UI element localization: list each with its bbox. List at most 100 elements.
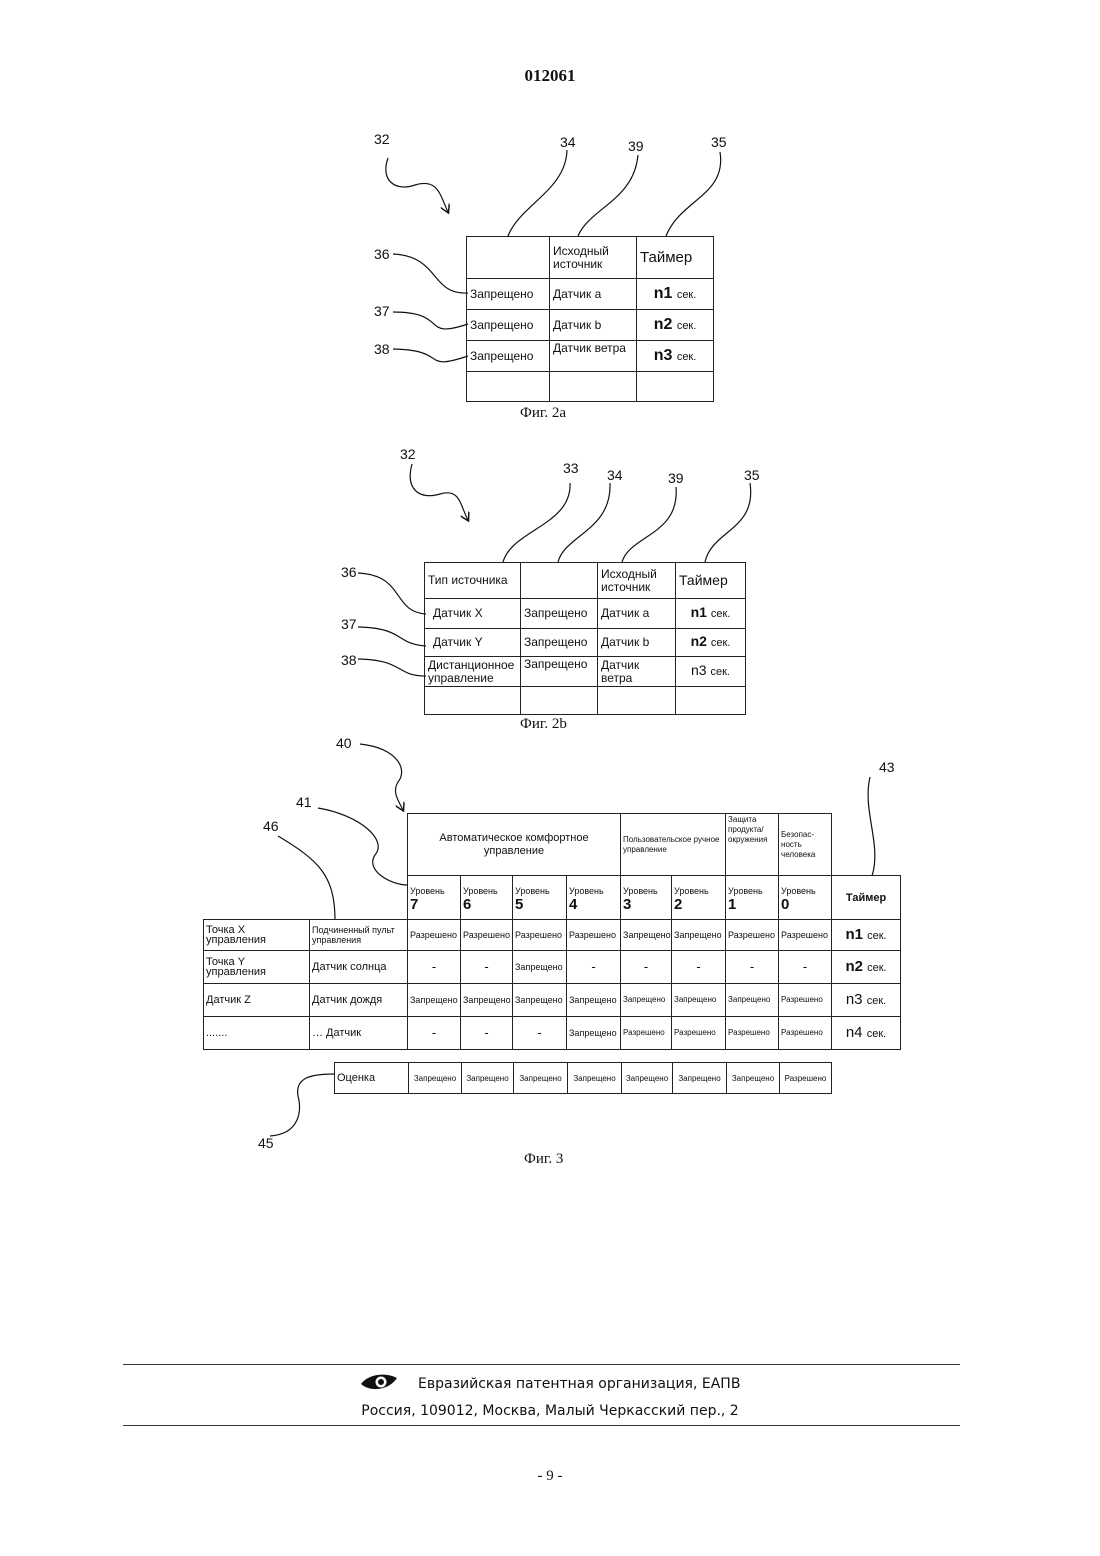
cell-level: - — [408, 951, 461, 984]
cell-source: Датчик b — [598, 629, 676, 657]
ref-40: 40 — [336, 735, 352, 751]
cell-level: - — [621, 951, 672, 984]
cell-level: Разрешено — [513, 920, 567, 951]
cell-timer: n3 сек. — [832, 984, 901, 1017]
cell-level: Разрешено — [672, 1017, 726, 1050]
level-header: Уровень2 — [672, 876, 726, 920]
level-header: Уровень4 — [567, 876, 621, 920]
cell-timer: n2 сек. — [832, 951, 901, 984]
cell-state: Запрещено — [521, 657, 598, 687]
cell-state: Запрещено — [521, 599, 598, 629]
cell-source: Датчик солнца — [310, 951, 408, 984]
table-row: ....... … Датчик - - - Запрещено Разреше… — [204, 1017, 901, 1050]
ref-39: 39 — [628, 138, 644, 154]
table-row: Запрещено Датчик а n1 сек. — [467, 279, 714, 310]
fig2b-header-type: Тип источника — [425, 563, 521, 599]
ref-35: 35 — [744, 467, 760, 483]
fig3-caption: Фиг. 3 — [524, 1151, 563, 1168]
cell-point: Датчик Z — [204, 984, 310, 1017]
fig2a-table: Исходный источник Таймер Запрещено Датчи… — [466, 236, 714, 402]
group-user-manual: Пользовательское ручное управление — [621, 814, 726, 876]
cell-level: Разрешено — [567, 920, 621, 951]
cell-type: Датчик X — [425, 599, 521, 629]
evaluation-cell: Разрешено — [780, 1063, 832, 1094]
ref-37: 37 — [341, 616, 357, 632]
ref-38: 38 — [374, 341, 390, 357]
ref-37: 37 — [374, 303, 390, 319]
cell-level: Запрещено — [672, 920, 726, 951]
cell-level: - — [461, 951, 513, 984]
fig2a-header-timer: Таймер — [637, 237, 714, 279]
cell-level: - — [672, 951, 726, 984]
cell-type: Дистанционное управление — [425, 657, 521, 687]
cell-level: - — [408, 1017, 461, 1050]
table-row-empty — [425, 687, 746, 715]
cell-level: Запрещено — [621, 984, 672, 1017]
cell-level: Разрешено — [779, 920, 832, 951]
table-row-empty — [467, 372, 714, 402]
fig2a-caption: Фиг. 2а — [520, 405, 566, 422]
level-header: Уровень6 — [461, 876, 513, 920]
cell-level: - — [513, 1017, 567, 1050]
cell-level: - — [461, 1017, 513, 1050]
footer-address: Россия, 109012, Москва, Малый Черкасский… — [0, 1403, 1100, 1419]
cell-timer: n1 сек. — [637, 279, 714, 310]
cell-level: Запрещено — [408, 984, 461, 1017]
fig3-table: Автоматическое комфортное управление Пол… — [203, 813, 901, 1050]
cell-level: Разрешено — [726, 920, 779, 951]
ref-38: 38 — [341, 652, 357, 668]
ref-43: 43 — [879, 759, 895, 775]
ref-32: 32 — [374, 131, 390, 147]
evaluation-cell: Запрещено — [409, 1063, 462, 1094]
cell-level: Запрещено — [567, 1017, 621, 1050]
evaluation-row: Оценка Запрещено Запрещено Запрещено Зап… — [334, 1062, 832, 1094]
level-header: Уровень5 — [513, 876, 567, 920]
ref-32: 32 — [400, 446, 416, 462]
cell-level: Запрещено — [672, 984, 726, 1017]
cell-timer: n2 сек. — [676, 629, 746, 657]
cell-timer: n1 сек. — [832, 920, 901, 951]
cell-level: Разрешено — [726, 1017, 779, 1050]
fig2b-header-timer: Таймер — [676, 563, 746, 599]
cell-point: Точка Y управления — [204, 951, 310, 984]
evaluation-cell: Запрещено — [568, 1063, 622, 1094]
evaluation-cell: Запрещено — [462, 1063, 514, 1094]
cell-level: Запрещено — [621, 920, 672, 951]
group-product-protection: Защита продукта/ окружения — [726, 814, 779, 876]
evaluation-cell: Запрещено — [727, 1063, 780, 1094]
cell-level: Запрещено — [513, 951, 567, 984]
table-row: Запрещено Датчик ветра n3 сек. — [467, 341, 714, 372]
cell-level: Разрешено — [779, 1017, 832, 1050]
cell-state: Запрещено — [521, 629, 598, 657]
fig3-header-timer: Таймер — [832, 876, 901, 920]
eye-logo-icon — [360, 1372, 398, 1396]
cell-state: Запрещено — [467, 341, 550, 372]
cell-level: Разрешено — [621, 1017, 672, 1050]
cell-source: Датчик ветра — [550, 341, 637, 372]
cell-level: Запрещено — [461, 984, 513, 1017]
table-row: Датчик Y Запрещено Датчик b n2 сек. — [425, 629, 746, 657]
level-header: Уровень7 — [408, 876, 461, 920]
cell-source: … Датчик — [310, 1017, 408, 1050]
fig2a-header-source: Исходный источник — [550, 237, 637, 279]
table-row: Датчик X Запрещено Датчик а n1 сек. — [425, 599, 746, 629]
evaluation-cell: Запрещено — [514, 1063, 568, 1094]
group-auto-comfort: Автоматическое комфортное управление — [408, 814, 621, 876]
footer-rule-bottom — [123, 1425, 960, 1426]
cell-level: - — [779, 951, 832, 984]
table-row: Точка X управления Подчиненный пульт упр… — [204, 920, 901, 951]
ref-34: 34 — [607, 467, 623, 483]
cell-timer: n3 сек. — [676, 657, 746, 687]
cell-level: Разрешено — [408, 920, 461, 951]
cell-level: Запрещено — [567, 984, 621, 1017]
ref-35: 35 — [711, 134, 727, 150]
cell-level: Разрешено — [461, 920, 513, 951]
cell-level: - — [567, 951, 621, 984]
cell-source: Датчик а — [550, 279, 637, 310]
ref-41: 41 — [296, 794, 312, 810]
fig2b-table: Тип источника Исходный источник Таймер Д… — [424, 562, 746, 715]
cell-source: Датчик дождя — [310, 984, 408, 1017]
cell-timer: n1 сек. — [676, 599, 746, 629]
footer-rule-top — [123, 1364, 960, 1365]
